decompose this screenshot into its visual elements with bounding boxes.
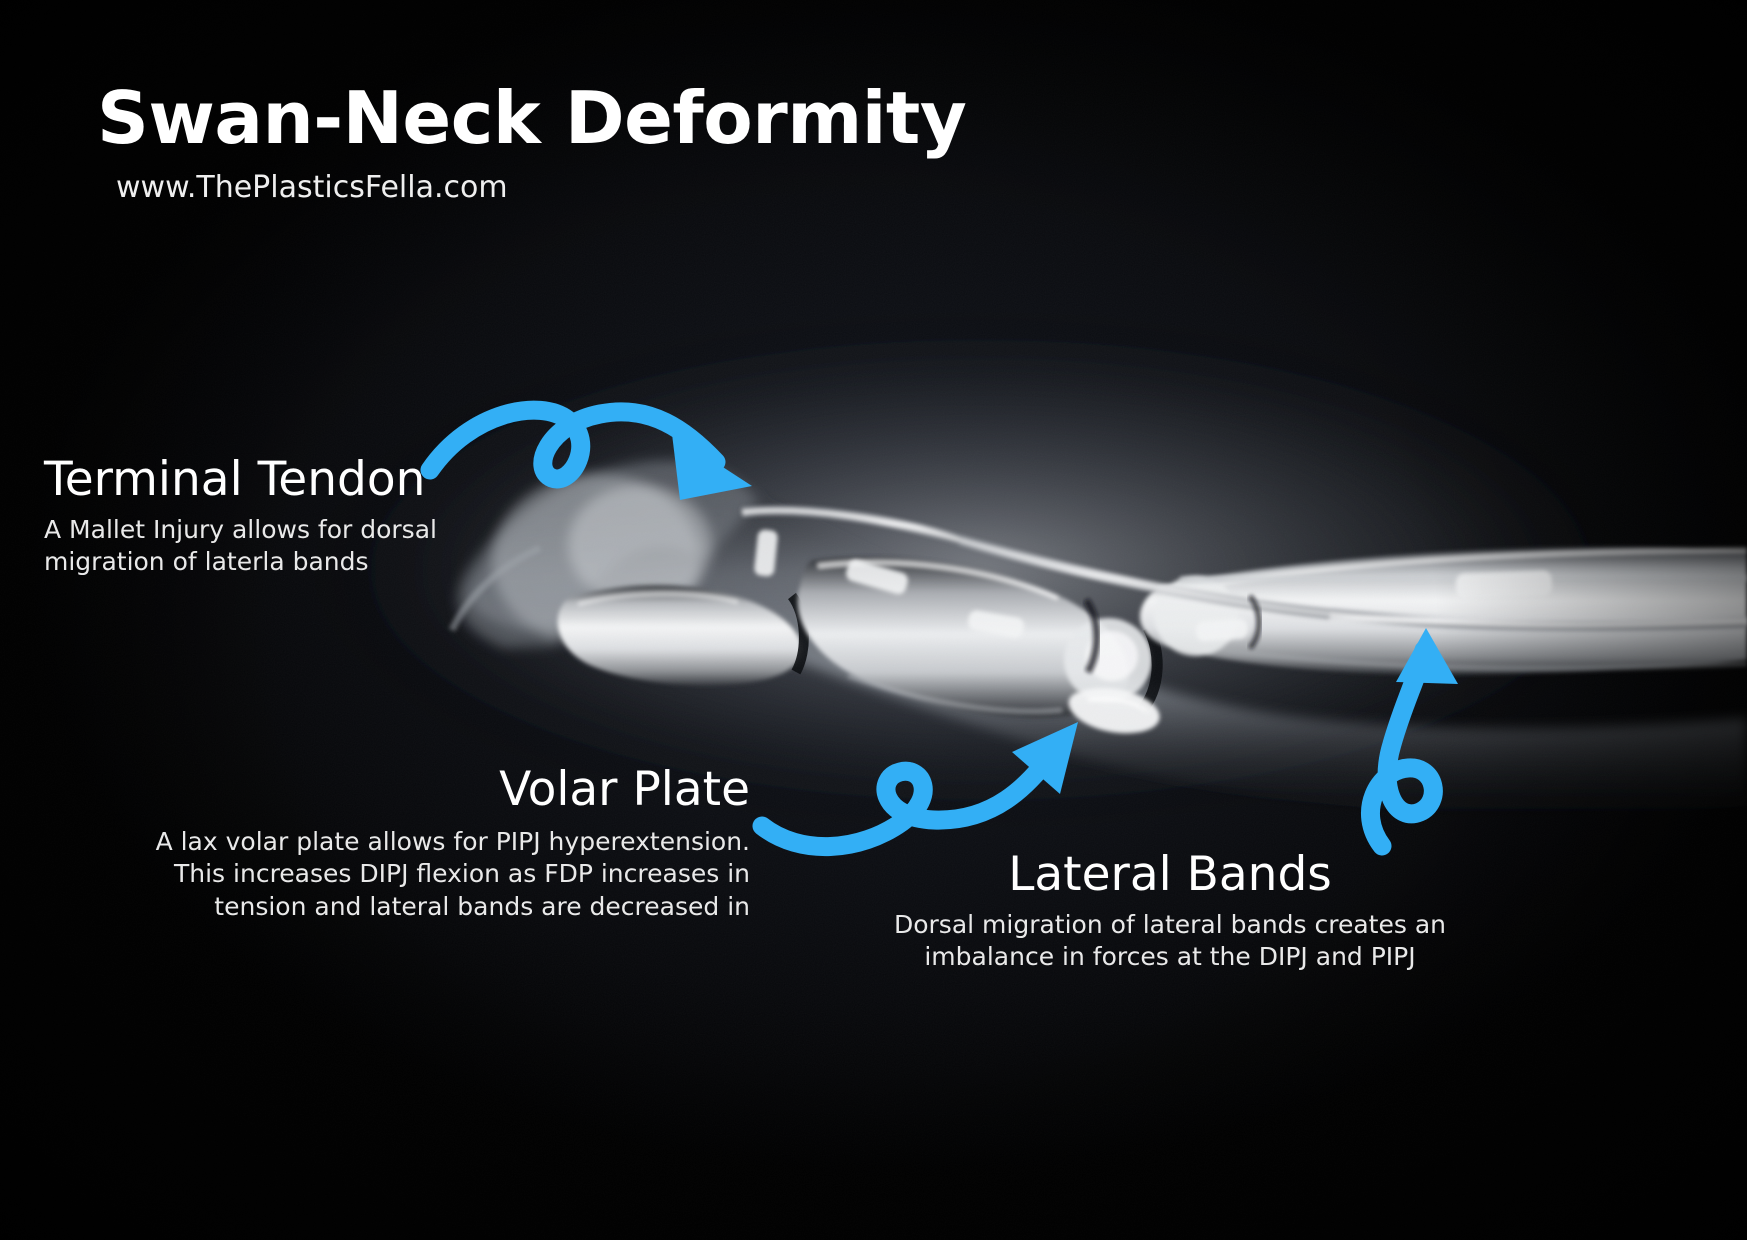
annotation-volar-plate: Volar Plate A lax volar plate allows for… <box>110 762 750 923</box>
annotation-body-lateral-bands: Dorsal migration of lateral bands create… <box>893 909 1446 972</box>
page-title: Swan-Neck Deformity <box>97 76 967 160</box>
annotation-heading-terminal-tendon: Terminal Tendon <box>44 452 426 507</box>
annotation-terminal-tendon: Terminal Tendon A Mallet Injury allows f… <box>44 452 514 579</box>
website-url: www.ThePlasticsFella.com <box>116 170 508 205</box>
annotation-body-terminal-tendon: A Mallet Injury allows for dorsal migrat… <box>44 514 437 577</box>
annotation-body-volar-plate: A lax volar plate allows for PIPJ hypere… <box>155 826 750 921</box>
annotation-lateral-bands: Lateral Bands Dorsal migration of latera… <box>860 847 1480 974</box>
annotation-heading-volar-plate: Volar Plate <box>499 762 750 817</box>
annotation-heading-lateral-bands: Lateral Bands <box>1008 847 1332 902</box>
